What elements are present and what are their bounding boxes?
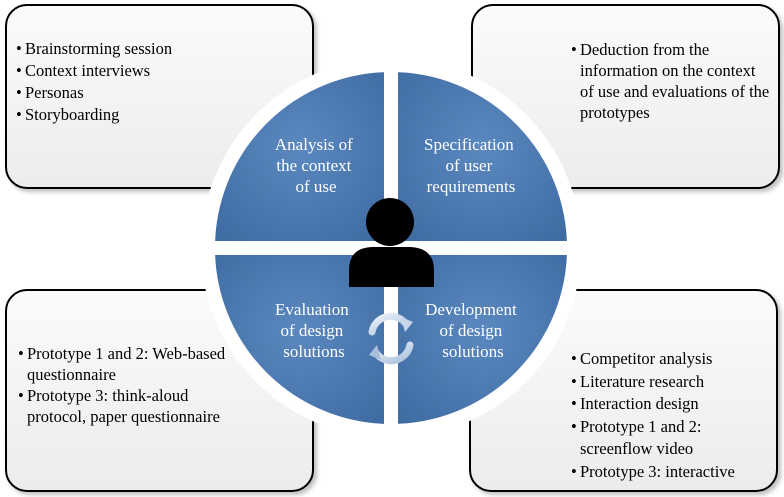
quadrant-label-specification: Specification of user requirements [424, 135, 518, 196]
analysis-methods-list: Brainstorming session Context interviews… [16, 38, 172, 126]
evaluation-methods-list: Prototype 1 and 2: Web-based questionnai… [18, 343, 248, 427]
info-box-analysis: Brainstorming session Context interviews… [5, 4, 314, 189]
list-item: Brainstorming session [16, 38, 172, 60]
info-box-development: Competitor analysis Literature research … [469, 289, 778, 492]
development-methods-list: Competitor analysis Literature research … [571, 348, 771, 483]
list-item: Prototype 3: interactive [571, 461, 771, 484]
list-item: Interaction design [571, 393, 771, 416]
list-item: Context interviews [16, 60, 172, 82]
quadrant-label-development: Development of design solutions [425, 300, 521, 361]
quadrant-label-evaluation: Evaluation of design solutions [275, 300, 353, 361]
cycle-arrows-icon [368, 312, 414, 365]
list-item: Personas [16, 82, 172, 104]
list-item: Prototype 3: think-aloud protocol, paper… [18, 385, 248, 427]
specification-methods-list: Deduction from the information on the co… [571, 39, 771, 123]
list-item: Prototype 1 and 2: Web-based questionnai… [18, 343, 248, 385]
user-icon [349, 198, 434, 287]
list-item: Prototype 1 and 2: screenflow video [571, 416, 771, 461]
info-box-evaluation: Prototype 1 and 2: Web-based questionnai… [5, 289, 314, 492]
list-item: Competitor analysis [571, 348, 771, 371]
list-item: Literature research [571, 371, 771, 394]
quadrant-specification [384, 57, 582, 255]
list-item: Deduction from the information on the co… [571, 39, 771, 123]
quadrant-evaluation [200, 241, 398, 439]
quadrant-development [384, 241, 582, 439]
quadrant-label-analysis: Analysis of the context of use [275, 135, 357, 196]
quadrant-analysis [200, 57, 398, 255]
list-item: Storyboarding [16, 104, 172, 126]
